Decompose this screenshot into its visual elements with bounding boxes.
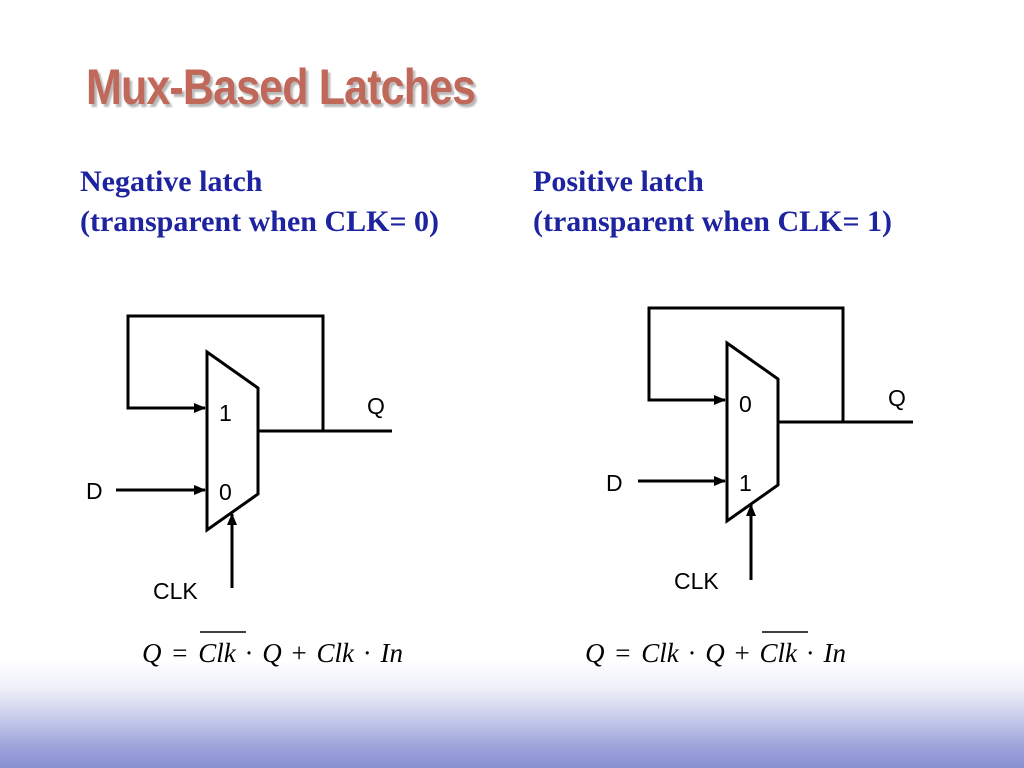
positive-mux-input-1-label: 1 bbox=[739, 470, 752, 496]
negative-latch-subtitle: (transparent when CLK= 0) bbox=[80, 205, 440, 238]
negative-equation-text: Q = Clk · Q + Clk · In bbox=[142, 638, 403, 668]
negative-eq-equals: = bbox=[172, 638, 187, 668]
negative-eq-q: Q bbox=[262, 638, 282, 668]
negative-eq-clk-bar: Clk bbox=[198, 638, 237, 668]
negative-output-label: Q bbox=[367, 393, 385, 419]
negative-latch-circuit: 1 0 Q D CLK bbox=[86, 314, 392, 604]
negative-eq-dot-1: · bbox=[244, 638, 253, 668]
positive-eq-in: In bbox=[822, 638, 846, 668]
positive-eq-dot-2: · bbox=[806, 638, 815, 668]
negative-clk-label: CLK bbox=[153, 578, 198, 604]
negative-eq-clk: Clk bbox=[316, 638, 355, 668]
positive-latch-circuit: 0 1 Q D CLK bbox=[606, 306, 913, 594]
positive-latch-title: Positive latch bbox=[533, 165, 704, 198]
negative-mux bbox=[205, 349, 260, 533]
negative-eq-plus: + bbox=[291, 638, 306, 668]
positive-d-label: D bbox=[606, 470, 623, 496]
positive-mux bbox=[725, 340, 780, 524]
positive-equation-text: Q = Clk · Q + Clk · In bbox=[585, 638, 846, 668]
positive-eq-plus: + bbox=[734, 638, 749, 668]
negative-d-label: D bbox=[86, 478, 103, 504]
positive-clk-label: CLK bbox=[674, 568, 719, 594]
positive-eq-clk-bar: Clk bbox=[759, 638, 798, 668]
negative-latch-heading: Negative latch (transparent when CLK= 0) bbox=[80, 162, 439, 242]
negative-latch-equation: Q = Clk · Q + Clk · In bbox=[142, 631, 403, 668]
positive-latch-equation: Q = Clk · Q + Clk · In bbox=[585, 631, 846, 668]
positive-output-label: Q bbox=[888, 385, 906, 411]
negative-eq-dot-2: · bbox=[363, 638, 372, 668]
negative-mux-input-0-label: 0 bbox=[219, 479, 232, 505]
positive-feedback-wire bbox=[647, 306, 845, 422]
positive-eq-clk: Clk bbox=[641, 638, 680, 668]
positive-eq-dot-1: · bbox=[687, 638, 696, 668]
positive-latch-heading: Positive latch (transparent when CLK= 1) bbox=[533, 162, 892, 242]
negative-latch-title: Negative latch bbox=[80, 165, 263, 198]
negative-feedback-wire bbox=[126, 314, 325, 431]
positive-eq-equals: = bbox=[615, 638, 630, 668]
negative-eq-lhs: Q bbox=[142, 638, 162, 668]
positive-mux-input-0-label: 0 bbox=[739, 391, 752, 417]
positive-eq-lhs: Q bbox=[585, 638, 605, 668]
negative-eq-in: In bbox=[379, 638, 403, 668]
negative-mux-input-1-label: 1 bbox=[219, 400, 232, 426]
positive-eq-q: Q bbox=[705, 638, 725, 668]
slide-title: Mux-Based Latches bbox=[86, 59, 476, 115]
positive-latch-subtitle: (transparent when CLK= 1) bbox=[533, 205, 893, 238]
